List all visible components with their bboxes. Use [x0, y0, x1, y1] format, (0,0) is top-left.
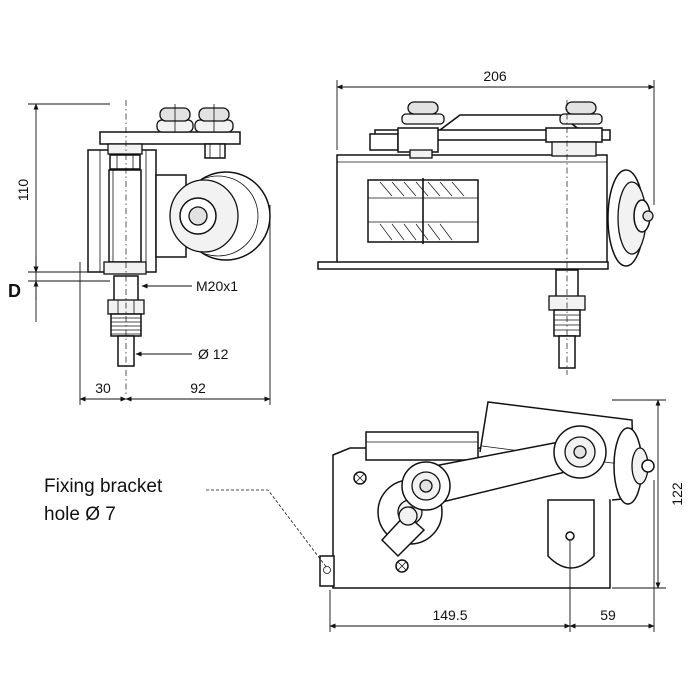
top-view-roller-left — [369, 101, 445, 159]
dim-122-label: 122 — [669, 482, 685, 506]
front-guide-wheel — [155, 171, 271, 261]
dim-110-label: 110 — [15, 179, 31, 202]
shaft-diameter-label: Ø 12 — [198, 346, 229, 362]
front-top-roller-right — [194, 104, 234, 133]
side-view-top-dimensions: 206 — [336, 68, 655, 205]
dim-30-label: 30 — [95, 380, 111, 396]
front-view — [87, 100, 271, 395]
front-top-roller-left — [156, 104, 194, 133]
dim-d-label: D — [8, 281, 21, 301]
thread-label: M20x1 — [196, 278, 238, 294]
dim-59-label: 59 — [600, 607, 616, 623]
fixing-bracket-label-line2: hole Ø 7 — [44, 504, 116, 525]
side-view-bottom — [319, 401, 655, 589]
side-view-bottom-dimensions: 122 149.5 59 Fixing bracket hole Ø 7 — [44, 399, 685, 632]
dim-92-label: 92 — [190, 380, 206, 396]
lever-arm — [401, 425, 607, 511]
top-view-roller-right — [545, 101, 603, 157]
dim-149-5-label: 149.5 — [432, 607, 467, 623]
front-view-dimensions: 110 D M20x1 Ø 12 30 92 — [8, 103, 271, 405]
internal-spring — [367, 178, 479, 244]
top-view-side-wheel — [607, 169, 654, 267]
fixing-bracket-label-line1: Fixing bracket — [44, 476, 163, 497]
side-view-top — [317, 100, 654, 375]
dim-206-label: 206 — [483, 68, 507, 84]
